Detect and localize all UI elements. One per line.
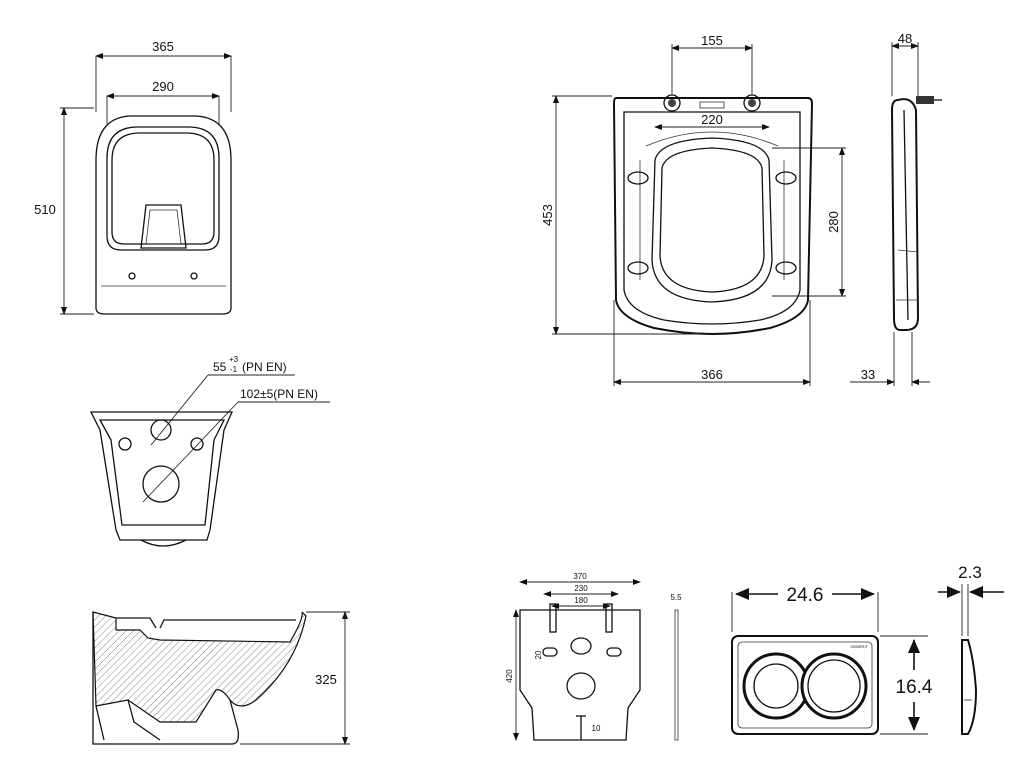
- seat-bottom-thickness-label: 33: [861, 367, 875, 382]
- flush-plate-width-label: 24.6: [787, 585, 824, 606]
- bowl-width-inner-label: 290: [152, 79, 174, 94]
- seat-inner-width-label: 220: [701, 112, 723, 127]
- plate-slot2-label: 10: [592, 724, 601, 733]
- seat-opening-label: 280: [826, 211, 841, 233]
- plate-width-label: 370: [573, 572, 587, 581]
- flush-plate-brand: GEBERIT: [850, 644, 868, 649]
- seat-side-view: 48 33: [850, 31, 942, 386]
- drain-tolerance-upper: +3: [229, 355, 239, 364]
- hinge-spacing-label: 155: [701, 33, 723, 48]
- bowl-top-view: 365 290 510: [34, 39, 232, 315]
- flush-plate-view: GEBERIT 24.6 16.4 2.3: [731, 563, 1004, 735]
- plate-slot-label: 20: [534, 650, 543, 659]
- plate-thickness-label: 5.5: [670, 593, 682, 602]
- bowl-width-outer-label: 365: [152, 39, 174, 54]
- drain-standard-label: (PN EN): [242, 360, 287, 374]
- plate-inner-label: 230: [574, 584, 588, 593]
- seat-length-label: 453: [540, 204, 555, 226]
- seat-top-view: 155 220 453 280 366: [540, 33, 846, 386]
- plate-height-label: 420: [505, 669, 514, 683]
- bowl-length-label: 510: [34, 202, 56, 217]
- bowl-height-label: 325: [315, 672, 337, 687]
- drain-tolerance-lower: -1: [230, 365, 238, 374]
- flush-plate-depth-label: 2.3: [958, 563, 982, 582]
- bowl-back-view: 55 +3 -1 (PN EN) 102±5(PN EN): [89, 355, 330, 547]
- bolt-spacing-label: 102±5(PN EN): [240, 387, 318, 401]
- seat-top-thickness-label: 48: [898, 31, 912, 46]
- mounting-plate-view: 370 230 180 420 20 10 5.5: [505, 572, 682, 741]
- plate-holes-label: 180: [574, 596, 588, 605]
- flush-plate-height-label: 16.4: [896, 677, 933, 698]
- seat-width-label: 366: [701, 367, 723, 382]
- drain-diameter-label: 55: [213, 360, 227, 374]
- bowl-side-section: 325: [92, 611, 350, 745]
